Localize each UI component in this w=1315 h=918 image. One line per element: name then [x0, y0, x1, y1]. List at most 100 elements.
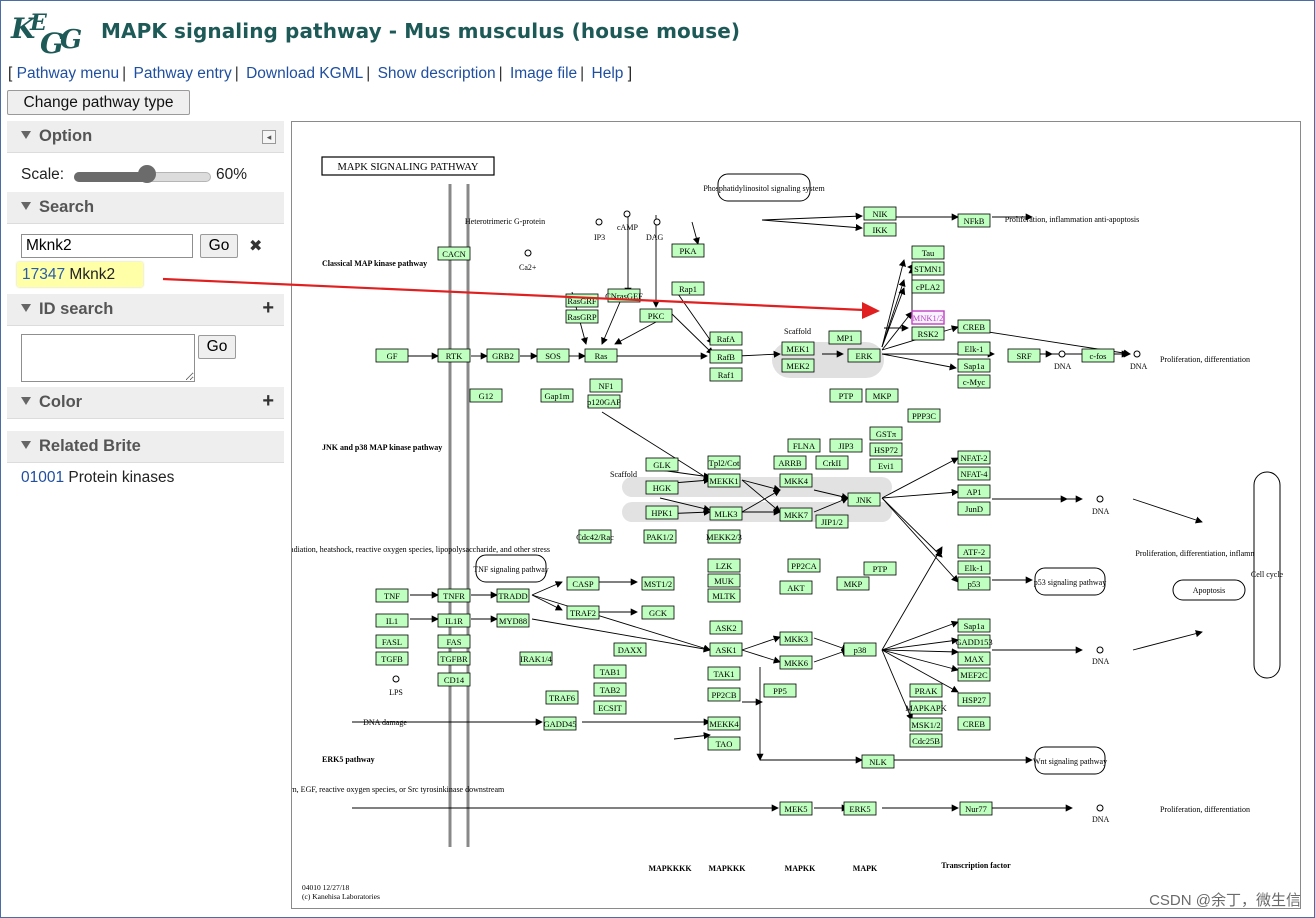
- gene-box[interactable]: [593, 700, 627, 715]
- option-section-header[interactable]: Option ◂: [7, 121, 284, 153]
- gene-box[interactable]: [909, 717, 943, 732]
- gene-box[interactable]: [1081, 348, 1115, 363]
- gene-label[interactable]: MEKK2/3: [706, 532, 742, 542]
- gene-label[interactable]: NLK: [869, 757, 887, 767]
- gene-box[interactable]: [375, 651, 409, 666]
- gene-box[interactable]: [709, 506, 743, 521]
- gene-box[interactable]: [437, 613, 471, 628]
- gene-box[interactable]: [957, 319, 991, 334]
- gene-label[interactable]: ARRB: [778, 458, 801, 468]
- gene-label[interactable]: MLTK: [712, 591, 736, 601]
- gene-label[interactable]: Ras: [595, 351, 608, 361]
- gene-label[interactable]: p120GAP: [587, 397, 621, 407]
- gene-box[interactable]: [957, 450, 991, 465]
- kegg-logo[interactable]: K E G G: [10, 8, 88, 60]
- gene-box[interactable]: [847, 348, 881, 363]
- gene-label[interactable]: Cdc25B: [912, 736, 940, 746]
- gene-label[interactable]: PRAK: [915, 686, 939, 696]
- gene-label[interactable]: Sap1a: [964, 621, 985, 631]
- gene-label[interactable]: AP1: [966, 487, 981, 497]
- gene-box[interactable]: [469, 388, 503, 403]
- gene-label[interactable]: STMN1: [914, 264, 942, 274]
- gene-box[interactable]: [1007, 348, 1041, 363]
- gene-label[interactable]: c-fos: [1090, 351, 1107, 361]
- gene-box[interactable]: [671, 243, 705, 258]
- gene-label[interactable]: MEKK4: [709, 719, 739, 729]
- gene-label[interactable]: JIP1/2: [821, 517, 843, 527]
- gene-box[interactable]: [593, 682, 627, 697]
- gene-label[interactable]: PP2CA: [791, 561, 817, 571]
- gene-label[interactable]: JIP3: [838, 441, 853, 451]
- clear-search-icon[interactable]: ✖: [249, 238, 263, 255]
- gene-label[interactable]: MEK5: [784, 804, 807, 814]
- gene-label[interactable]: MYD88: [499, 616, 527, 626]
- gene-label[interactable]: RTK: [446, 351, 463, 361]
- gene-box[interactable]: [707, 687, 741, 702]
- gene-box[interactable]: [639, 308, 673, 323]
- gene-box[interactable]: [957, 576, 991, 591]
- gene-box[interactable]: [645, 505, 679, 520]
- gene-label[interactable]: HPK1: [651, 508, 672, 518]
- search-input[interactable]: [21, 234, 193, 258]
- gene-label[interactable]: MST1/2: [644, 579, 672, 589]
- gene-label[interactable]: MEF2C: [960, 670, 988, 680]
- gene-box[interactable]: [869, 442, 903, 457]
- menu-link-pathway-entry[interactable]: Pathway entry: [133, 65, 232, 82]
- gene-label[interactable]: ATF-2: [963, 547, 985, 557]
- menu-link-image-file[interactable]: Image file: [509, 65, 578, 82]
- expand-plus-icon[interactable]: +: [262, 297, 274, 319]
- gene-label[interactable]: CACN: [442, 249, 466, 259]
- gene-box[interactable]: [869, 458, 903, 473]
- gene-box[interactable]: [375, 348, 409, 363]
- gene-box[interactable]: [865, 388, 899, 403]
- gene-label[interactable]: JNK: [856, 495, 872, 505]
- gene-label[interactable]: TNF: [384, 591, 400, 601]
- gene-label[interactable]: TGFBR: [440, 654, 468, 664]
- gene-box[interactable]: [829, 388, 863, 403]
- gene-box[interactable]: [957, 466, 991, 481]
- gene-label[interactable]: GSTπ: [876, 429, 897, 439]
- gene-label[interactable]: TNFR: [443, 591, 465, 601]
- gene-label[interactable]: DAXX: [618, 645, 643, 655]
- gene-box[interactable]: [957, 213, 991, 228]
- gene-box[interactable]: [375, 613, 409, 628]
- gene-label[interactable]: IRAK1/4: [520, 654, 552, 664]
- gene-label[interactable]: TRAF6: [549, 693, 575, 703]
- gene-box[interactable]: [707, 473, 741, 488]
- gene-label[interactable]: AKT: [787, 583, 805, 593]
- gene-box[interactable]: [779, 801, 813, 816]
- gene-box[interactable]: [437, 348, 471, 363]
- related-brite-section-header[interactable]: Related Brite: [7, 431, 284, 463]
- gene-box[interactable]: [763, 683, 797, 698]
- gene-label[interactable]: TGFB: [381, 654, 403, 664]
- gene-box[interactable]: [815, 514, 849, 529]
- gene-label[interactable]: MKP: [844, 579, 863, 589]
- gene-label[interactable]: ASK1: [715, 645, 736, 655]
- gene-box[interactable]: [957, 501, 991, 516]
- menu-link-download-kgml[interactable]: Download KGML: [246, 65, 364, 82]
- gene-label[interactable]: Elk-1: [965, 344, 984, 354]
- search-go-button[interactable]: Go: [200, 234, 238, 258]
- gene-box[interactable]: [375, 588, 409, 603]
- gene-label[interactable]: ERK5: [849, 804, 870, 814]
- menu-link-help[interactable]: Help: [591, 65, 624, 82]
- gene-label[interactable]: HSP72: [874, 445, 898, 455]
- gene-box[interactable]: [957, 618, 991, 633]
- change-pathway-type-button[interactable]: Change pathway type: [7, 90, 190, 115]
- expand-plus-icon[interactable]: +: [262, 390, 274, 412]
- gene-label[interactable]: IL1: [386, 616, 398, 626]
- gene-label[interactable]: MEKK1: [709, 476, 738, 486]
- gene-label[interactable]: GF: [387, 351, 398, 361]
- gene-box[interactable]: [536, 348, 570, 363]
- gene-box[interactable]: [437, 634, 471, 649]
- gene-box[interactable]: [787, 438, 821, 453]
- gene-box[interactable]: [957, 544, 991, 559]
- gene-box[interactable]: [861, 754, 895, 769]
- gene-box[interactable]: [707, 529, 741, 544]
- link-phosphatidylinositol[interactable]: Phosphatidylinositol signaling system: [703, 184, 825, 193]
- gene-label[interactable]: G12: [479, 391, 494, 401]
- gene-label[interactable]: PP5: [773, 686, 787, 696]
- gene-box[interactable]: [957, 484, 991, 499]
- gene-label[interactable]: MKP: [873, 391, 892, 401]
- search-result-item[interactable]: 17347 Mknk2: [17, 262, 143, 287]
